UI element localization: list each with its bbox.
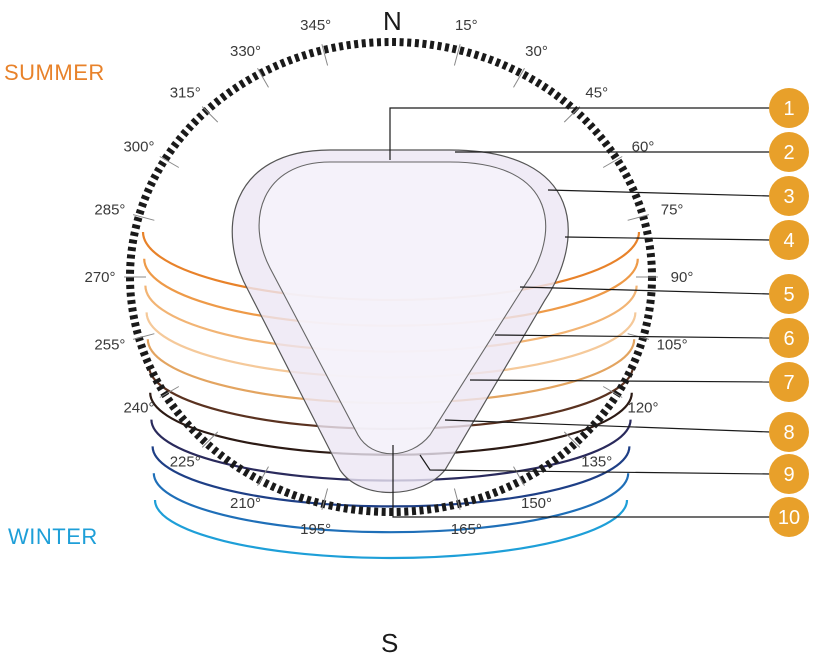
degree-label: 315° — [170, 84, 201, 101]
object-inner-shell — [258, 161, 547, 455]
callout-leader — [564, 236, 771, 241]
callout-number: 3 — [783, 186, 794, 208]
degree-label: 300° — [123, 139, 154, 156]
degree-tick — [602, 156, 623, 168]
callout-leader — [519, 286, 771, 295]
callout-badge: 4 — [769, 220, 809, 260]
callout-leader — [444, 419, 771, 433]
north-label: N — [383, 6, 402, 36]
callout-leader — [494, 334, 771, 339]
seasonal-arc — [152, 473, 630, 534]
degree-label: 225° — [170, 454, 201, 471]
callout-badge-circle — [769, 88, 809, 128]
callout-number: 10 — [778, 507, 800, 529]
callout-badge: 6 — [769, 318, 809, 358]
seasonal-arc — [151, 446, 631, 508]
degree-label: 30° — [525, 43, 548, 60]
callout-number: 1 — [783, 98, 794, 120]
degree-label: 240° — [123, 400, 154, 417]
seasonal-arc — [153, 499, 629, 560]
callout-badge-circle — [769, 412, 809, 452]
callout-leader — [419, 454, 771, 475]
summer-label: SUMMER — [4, 60, 105, 85]
degree-ticks — [124, 44, 658, 510]
triangular-object — [231, 149, 569, 494]
degree-label: 15° — [455, 17, 478, 34]
callout-leader — [392, 445, 770, 518]
callout-badge: 10 — [769, 497, 809, 537]
degree-tick — [257, 68, 269, 88]
degree-label: 285° — [94, 201, 125, 218]
south-label: S — [381, 628, 399, 658]
degree-label: 195° — [300, 521, 331, 538]
callout-badge: 9 — [769, 454, 809, 494]
callout-number: 2 — [783, 142, 794, 164]
callout-badge: 5 — [769, 274, 809, 314]
degree-tick — [453, 488, 461, 510]
degree-tick — [321, 44, 329, 66]
callout-leader — [389, 107, 770, 160]
degree-tick — [563, 431, 581, 448]
callout-badge-circle — [769, 274, 809, 314]
degree-labels: 15° 30° 45° 60° 75° 90° 105° 120° 135° 150° 165° 19… — [84, 17, 693, 538]
degree-label: 210° — [230, 495, 261, 512]
degree-label: 75° — [661, 201, 684, 218]
degree-label: 105° — [657, 337, 688, 354]
callout-number: 6 — [783, 328, 794, 350]
degree-tick — [132, 333, 155, 340]
callout-leader — [469, 379, 771, 383]
callout-badge-circle — [769, 362, 809, 402]
degree-label: 120° — [627, 400, 658, 417]
callout-number: 7 — [783, 372, 794, 394]
callout-badge-circle — [769, 318, 809, 358]
degree-tick — [453, 44, 461, 66]
callout-badge: 2 — [769, 132, 809, 172]
degree-tick — [602, 386, 623, 398]
callout-badge-circle — [769, 132, 809, 172]
callout-number: 9 — [783, 464, 794, 486]
callout-leader — [547, 189, 771, 197]
callout-number: 8 — [783, 422, 794, 444]
degree-label: 90° — [671, 269, 694, 286]
callout-number: 5 — [783, 284, 794, 306]
callout-badge: 1 — [769, 88, 809, 128]
degree-tick — [201, 106, 219, 123]
degree-tick — [321, 488, 329, 510]
degree-label: 135° — [581, 454, 612, 471]
degree-tick — [513, 68, 525, 88]
degree-tick — [513, 466, 525, 486]
callout-badge: 8 — [769, 412, 809, 452]
callout-badge-circle — [769, 454, 809, 494]
callout-badge: 7 — [769, 362, 809, 402]
degree-label: 330° — [230, 43, 261, 60]
degree-tick — [627, 214, 650, 221]
degree-tick — [201, 431, 219, 448]
degree-label: 270° — [84, 269, 115, 286]
degree-tick — [132, 214, 155, 221]
degree-label: 150° — [521, 495, 552, 512]
callout-badge-circle — [769, 497, 809, 537]
degree-tick — [563, 106, 581, 123]
degree-label: 165° — [451, 521, 482, 538]
callout-badge: 3 — [769, 176, 809, 216]
degree-label: 45° — [585, 84, 608, 101]
callout-badges: 1 2 3 4 5 6 7 8 9 10 — [769, 88, 809, 537]
degree-tick — [159, 156, 180, 168]
callout-badge-circle — [769, 176, 809, 216]
degree-label: 60° — [632, 139, 655, 156]
degree-tick — [159, 386, 180, 398]
callout-number: 4 — [783, 230, 794, 252]
degree-label: 255° — [94, 337, 125, 354]
degree-label: 345° — [300, 17, 331, 34]
degree-tick — [257, 466, 269, 486]
winter-label: WINTER — [8, 524, 98, 549]
callout-badge-circle — [769, 220, 809, 260]
callout-lines — [389, 107, 771, 518]
